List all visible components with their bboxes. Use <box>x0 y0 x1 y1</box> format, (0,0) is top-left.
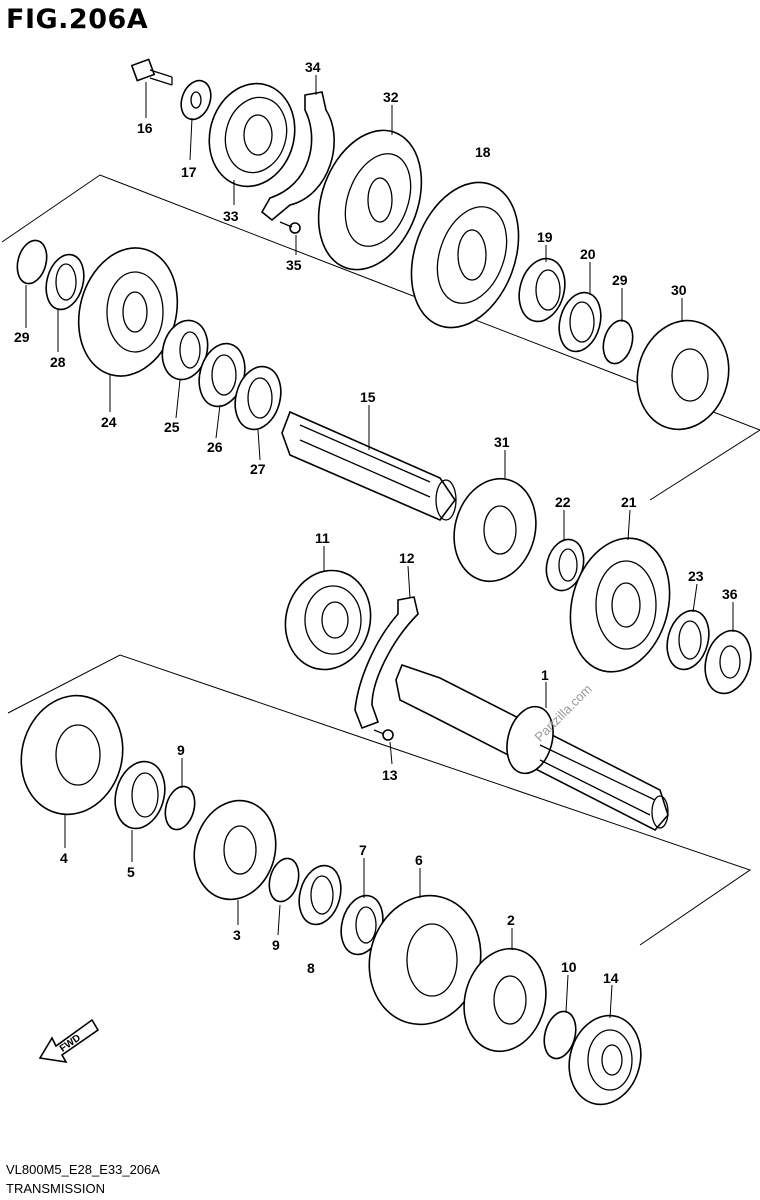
callout-3: 3 <box>233 927 241 943</box>
retainer-12 <box>354 596 419 730</box>
callout-24: 24 <box>101 414 117 430</box>
washer-26-hole <box>211 354 237 396</box>
callout-19: 19 <box>537 229 553 245</box>
callout-28: 28 <box>50 354 66 370</box>
bushing-7 <box>340 894 384 956</box>
fwd-arrow-icon: FWD <box>38 1018 100 1064</box>
gear-21 <box>569 537 671 673</box>
circlip-29-left <box>16 239 48 285</box>
circlip-9-lower <box>268 857 300 903</box>
callout-20: 20 <box>580 246 596 262</box>
washer-8 <box>298 864 342 926</box>
gear-4 <box>20 694 124 816</box>
callout-10: 10 <box>561 959 577 975</box>
screw-35 <box>279 221 301 234</box>
diagram-caption: TRANSMISSION <box>6 1181 105 1196</box>
bearing-33 <box>208 82 296 188</box>
driveshaft-group-outline <box>7 654 752 946</box>
diagram-code: VL800M5_E28_E33_206A <box>6 1162 160 1177</box>
callout-9-upper: 9 <box>177 742 185 758</box>
circlip-9-upper <box>164 785 196 831</box>
callout-33: 33 <box>223 208 239 224</box>
callout-14: 14 <box>603 970 619 986</box>
bushing-19 <box>518 257 566 323</box>
leader-lines <box>25 75 734 1019</box>
callout-7: 7 <box>359 842 367 858</box>
callout-16: 16 <box>137 120 153 136</box>
seal-36 <box>704 629 752 695</box>
callout-36: 36 <box>722 586 738 602</box>
washer-23-hole <box>678 620 702 660</box>
callout-labels: 1 2 3 4 5 6 7 8 9 10 11 12 13 14 15 16 1… <box>14 59 738 986</box>
callout-35: 35 <box>286 257 302 273</box>
gear-3 <box>193 799 277 901</box>
gear-31 <box>453 477 537 583</box>
callout-15: 15 <box>360 389 376 405</box>
callout-9-lower: 9 <box>272 937 280 953</box>
gear-18 <box>410 181 520 329</box>
callout-13: 13 <box>382 767 398 783</box>
driveshaft-1 <box>395 663 669 831</box>
bearing-14 <box>568 1014 642 1106</box>
callout-21: 21 <box>621 494 637 510</box>
callout-5: 5 <box>127 864 135 880</box>
callout-4: 4 <box>60 850 68 866</box>
bushing-5 <box>114 760 166 830</box>
callout-17: 17 <box>181 164 197 180</box>
gear-24 <box>77 247 179 377</box>
callout-1: 1 <box>541 667 549 683</box>
callout-31: 31 <box>494 434 510 450</box>
bolt-16 <box>130 58 173 86</box>
callout-12: 12 <box>399 550 415 566</box>
figure-title: FIG.206A <box>6 4 149 35</box>
washer-23 <box>666 609 710 671</box>
callout-29-right: 29 <box>612 272 628 288</box>
callout-25: 25 <box>164 419 180 435</box>
circlip-29-right <box>602 319 634 365</box>
washer-28-hole <box>55 263 77 301</box>
gear-30 <box>636 319 730 431</box>
callout-23: 23 <box>688 568 704 584</box>
callout-29-left: 29 <box>14 329 30 345</box>
callout-2: 2 <box>507 912 515 928</box>
washer-27 <box>234 365 282 431</box>
retainer-34 <box>260 91 335 222</box>
callout-30: 30 <box>671 282 687 298</box>
callout-6: 6 <box>415 852 423 868</box>
gear-32 <box>317 129 423 271</box>
washer-27-hole <box>247 377 273 419</box>
callout-34: 34 <box>305 59 321 75</box>
callout-27: 27 <box>250 461 266 477</box>
callout-22: 22 <box>555 494 571 510</box>
callout-26: 26 <box>207 439 223 455</box>
washer-17 <box>180 79 212 121</box>
callout-32: 32 <box>383 89 399 105</box>
washer-28 <box>45 253 85 311</box>
callout-18: 18 <box>475 144 491 160</box>
screw-13 <box>373 729 394 741</box>
bearing-11 <box>284 569 372 671</box>
gear-2 <box>463 947 547 1053</box>
washer-17-hole <box>190 91 202 109</box>
callout-8: 8 <box>307 960 315 976</box>
callout-11: 11 <box>315 530 330 546</box>
washer-20-hole <box>569 301 595 343</box>
countershaft-15 <box>281 410 457 521</box>
washer-8-hole <box>310 875 334 915</box>
